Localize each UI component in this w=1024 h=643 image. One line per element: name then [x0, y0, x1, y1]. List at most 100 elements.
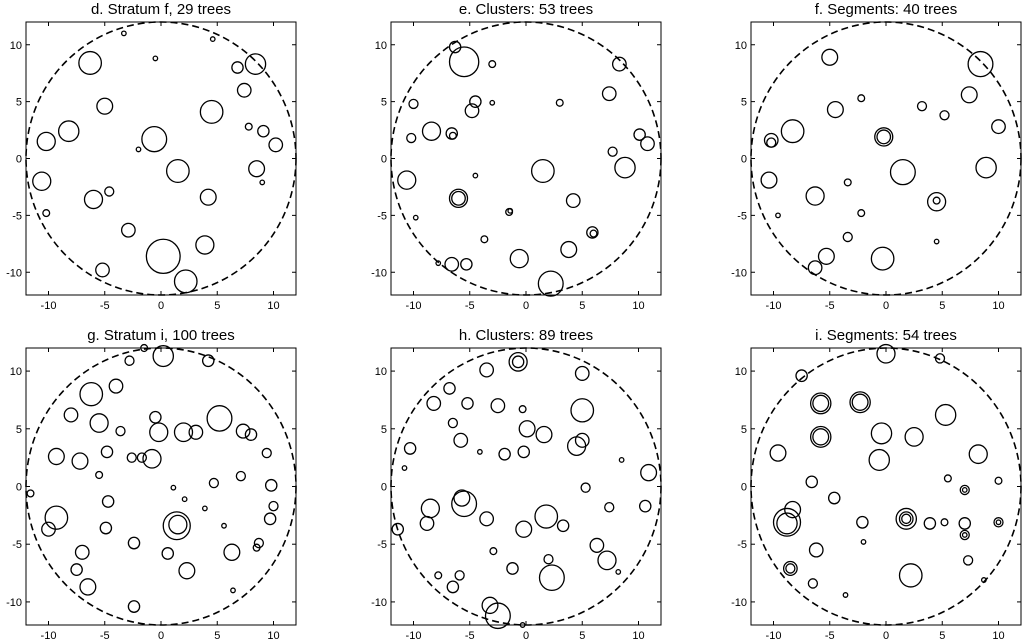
tree-circle — [961, 532, 968, 538]
tree-circle — [995, 519, 1002, 526]
tree-circle — [83, 189, 104, 210]
tree-circle — [268, 500, 279, 512]
y-tick-label: 10 — [735, 40, 747, 52]
tree-circle — [223, 543, 241, 562]
tree-circle — [827, 491, 841, 505]
tree-circle — [135, 146, 142, 153]
tree-circle — [206, 405, 233, 432]
tree-circle — [856, 515, 869, 529]
tree-circle — [162, 511, 191, 541]
tree-circle — [248, 160, 266, 178]
axes-frame — [25, 347, 297, 626]
tree-circle — [451, 490, 478, 518]
tree-circle — [943, 474, 952, 483]
tree-circle — [784, 500, 802, 519]
x-tick-label: 0 — [158, 630, 164, 642]
tree-circle — [263, 512, 277, 526]
y-tick-label: 5 — [741, 424, 747, 436]
tree-circle — [108, 378, 124, 394]
tree-circle — [165, 158, 190, 184]
axes-frame — [750, 347, 1022, 626]
tree-circle — [124, 355, 135, 366]
tree-circle — [857, 94, 866, 103]
tree-circle — [70, 563, 83, 577]
tree-circle — [479, 362, 495, 378]
tree-circle — [640, 463, 658, 482]
tree-circle — [614, 156, 636, 179]
tree-circle — [231, 61, 244, 74]
tree-circle — [199, 99, 224, 124]
x-tick-label: 10 — [632, 300, 644, 312]
tree-circle — [960, 86, 978, 104]
y-tick-label: -10 — [731, 597, 747, 609]
tree-circle — [391, 522, 405, 536]
tree-circle — [57, 120, 80, 143]
tree-circle — [901, 513, 912, 525]
tree-circle — [807, 260, 823, 276]
tree-circle — [195, 235, 215, 255]
tree-circle — [868, 448, 891, 471]
tree-circle — [44, 505, 69, 530]
y-tick-label: 10 — [10, 40, 22, 52]
tree-circle — [760, 171, 778, 189]
tree-circle — [100, 445, 114, 459]
tree-circle — [42, 209, 51, 218]
y-tick-label: 5 — [16, 97, 22, 109]
tree-circle — [32, 171, 52, 191]
x-tick-label: 0 — [523, 630, 529, 642]
x-tick-label: 5 — [939, 630, 945, 642]
tree-circle — [821, 48, 839, 66]
x-tick-label: 10 — [992, 630, 1004, 642]
x-tick-label: -5 — [100, 630, 110, 642]
tree-circle — [565, 193, 581, 209]
tree-circle — [780, 119, 805, 144]
tree-circle — [589, 537, 605, 553]
tree-circle — [221, 522, 227, 529]
tree-circle — [168, 514, 188, 535]
tree-circle — [518, 420, 536, 438]
tree-circle — [244, 53, 267, 75]
tree-circle — [611, 56, 627, 72]
tree-circle — [419, 515, 435, 532]
y-tick-label: 0 — [381, 154, 387, 166]
y-tick-label: -10 — [731, 267, 747, 279]
x-tick-label: 5 — [579, 630, 585, 642]
tree-circle — [253, 537, 265, 549]
tree-circle — [842, 231, 853, 243]
x-tick-label: -10 — [766, 300, 782, 312]
tree-circle — [991, 119, 1006, 135]
tree-circle — [633, 128, 646, 141]
tree-circle — [78, 50, 103, 75]
tree-circle — [420, 498, 441, 519]
y-tick-label: 10 — [10, 366, 22, 378]
x-tick-label: 5 — [939, 300, 945, 312]
y-tick-label: 5 — [741, 97, 747, 109]
tree-circle — [95, 470, 104, 480]
tree-circle — [904, 426, 924, 447]
tree-circle — [152, 55, 159, 62]
tree-circle — [464, 103, 480, 119]
tree-circle — [47, 447, 65, 466]
tree-circle — [889, 158, 916, 186]
tree-circle — [509, 248, 529, 269]
tree-circle — [618, 456, 625, 463]
tree-circle — [826, 100, 844, 119]
x-tick-label: -10 — [406, 300, 422, 312]
x-tick-label: 10 — [992, 300, 1004, 312]
tree-circle — [96, 97, 114, 115]
tree-circle — [851, 393, 869, 411]
tree-circle — [795, 369, 808, 383]
tree-circle — [785, 563, 796, 574]
tree-circle — [538, 564, 565, 592]
tree-circle — [480, 235, 489, 244]
tree-circle — [188, 424, 204, 440]
tree-circle — [769, 444, 787, 462]
tree-circle — [408, 98, 419, 110]
tree-circle — [962, 555, 974, 566]
tree-circle — [766, 137, 777, 148]
tree-circle — [252, 543, 261, 552]
y-tick-label: 0 — [16, 482, 22, 494]
